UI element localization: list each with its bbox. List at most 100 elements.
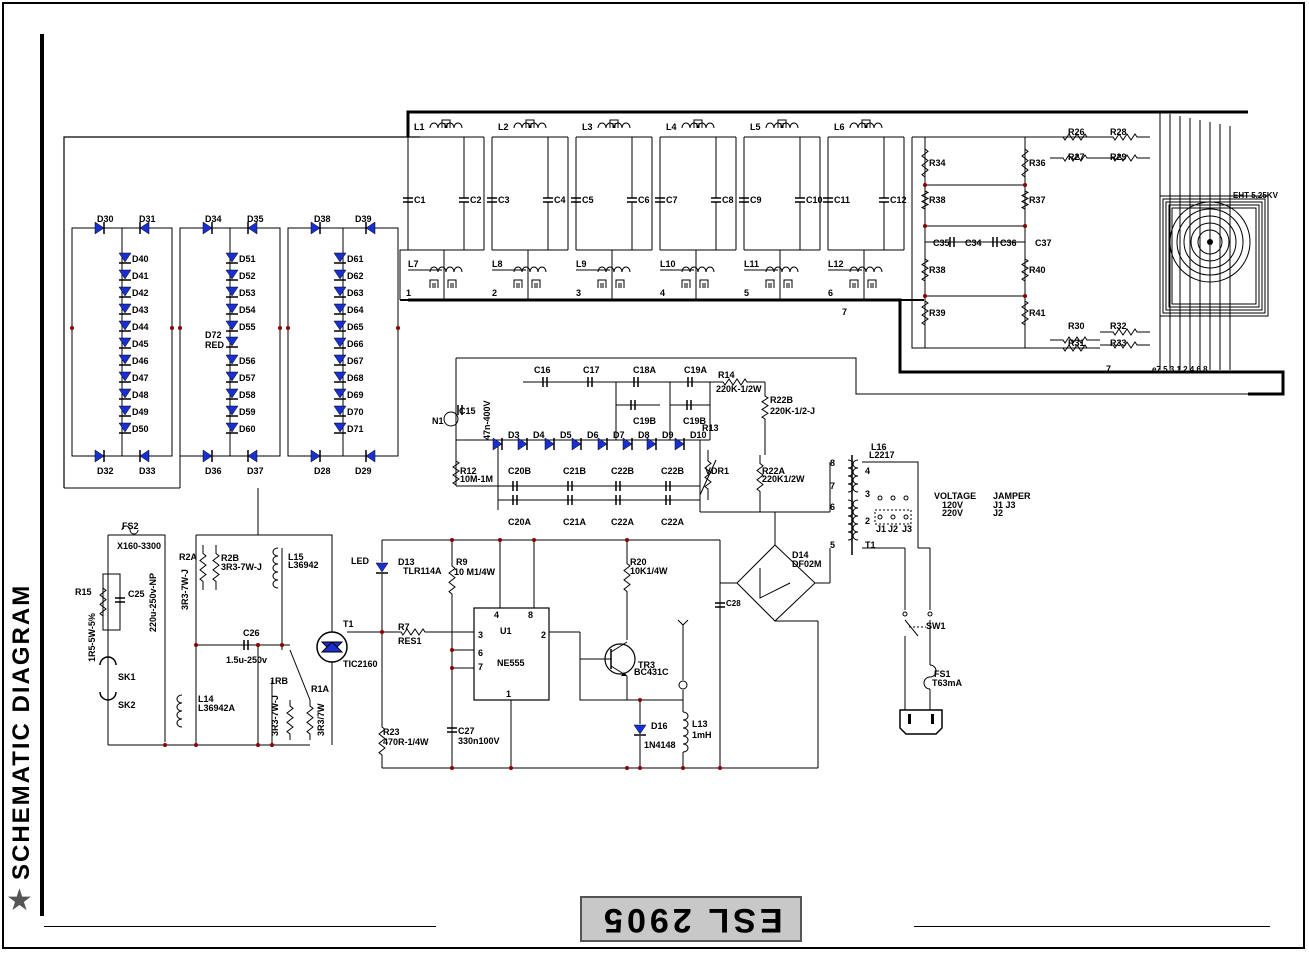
fuse: [121, 525, 139, 535]
label: C4: [554, 195, 566, 205]
label: L1: [414, 122, 425, 132]
crt-ring: [1183, 215, 1237, 269]
diode: [225, 354, 239, 366]
resistor: [756, 455, 764, 500]
neon-lamp: [443, 411, 459, 427]
label: C25: [128, 589, 145, 599]
label: L6: [834, 122, 845, 132]
switch-contact: [927, 611, 933, 617]
label: 1: [506, 689, 511, 699]
label: R22A: [762, 466, 786, 476]
label: TLR114A: [403, 566, 442, 576]
label: 220K-1/2-J: [770, 406, 815, 416]
label: D40: [132, 254, 149, 264]
u1-ne555: [473, 607, 550, 701]
label: C16: [534, 365, 551, 375]
diode: [94, 449, 105, 463]
wire: [289, 649, 311, 701]
label: D58: [239, 390, 256, 400]
label: C17: [583, 365, 600, 375]
capacitor: [949, 237, 955, 247]
label: D50: [132, 424, 149, 434]
junction-dot: [256, 743, 260, 747]
resistor: [1021, 300, 1029, 326]
label: 3R3-7W-J: [270, 695, 280, 736]
capacitor: [243, 640, 249, 650]
junction-dot: [923, 183, 927, 187]
diode-body: [94, 221, 105, 235]
label: C34: [965, 238, 982, 248]
junction-dot: [256, 643, 260, 647]
wire: [610, 641, 628, 653]
diode-body: [333, 405, 347, 416]
label: D67: [347, 356, 364, 366]
diode: [118, 252, 132, 264]
diode-d16: [633, 724, 647, 736]
label: R32: [1110, 321, 1127, 331]
junction-dot: [509, 766, 513, 770]
capacitor: [823, 197, 833, 203]
label: L10: [660, 259, 676, 269]
label: D39: [355, 214, 372, 224]
diode: [94, 221, 105, 235]
capacitor: [665, 495, 671, 505]
label: D3: [508, 430, 520, 440]
diode: [118, 354, 132, 366]
diode-body: [139, 449, 150, 463]
label: BC431C: [634, 667, 669, 677]
label: C19B: [633, 416, 657, 426]
label: L9: [576, 259, 587, 269]
label: J1 J3: [993, 500, 1016, 510]
diode: [118, 337, 132, 349]
crt-outline: [1159, 195, 1269, 317]
label: D49: [132, 407, 149, 417]
label: C11: [834, 195, 850, 205]
diode-body: [333, 354, 347, 365]
label: R41: [1029, 308, 1046, 318]
bottom-rule-left: [44, 926, 436, 927]
label: 3R3-7W-J: [221, 562, 262, 572]
capacitor: [630, 400, 636, 410]
capacitor: [715, 602, 725, 608]
label: D5: [560, 430, 572, 440]
label: R26: [1068, 127, 1085, 137]
jumper-pin: [877, 514, 883, 520]
label: D31: [139, 214, 156, 224]
diode-body: [517, 437, 528, 451]
resistor: [452, 460, 460, 486]
resistor: [1021, 148, 1029, 178]
diode: [225, 405, 239, 417]
diode-body: [225, 269, 239, 280]
label: R37: [1029, 195, 1046, 205]
diode-body: [118, 337, 132, 348]
label: 6: [828, 288, 833, 298]
junction-dot: [625, 766, 629, 770]
diode: [139, 449, 150, 463]
junction-dot: [1023, 224, 1027, 228]
ferrite-core: [693, 119, 703, 128]
label: 4: [660, 288, 665, 298]
resistor: [1100, 328, 1150, 336]
label: D51: [239, 254, 256, 264]
label: C3: [498, 195, 510, 205]
diode-body: [544, 437, 555, 451]
wire: [699, 459, 717, 496]
capacitor: [459, 197, 469, 203]
label: SK1: [118, 672, 136, 682]
label: D16: [651, 721, 668, 731]
crt-center: [1207, 239, 1213, 245]
inductor: [765, 122, 799, 129]
label: D10: [690, 430, 707, 440]
ferrite-core: [615, 279, 625, 288]
label: L2: [498, 122, 509, 132]
resistor: [396, 628, 430, 636]
label: SW1: [926, 621, 946, 631]
label: 7: [1106, 364, 1111, 374]
label: VOLTAGE: [934, 491, 976, 501]
label: 220K1/2W: [762, 474, 805, 484]
label: R9: [456, 557, 468, 567]
label: 1N4148: [644, 740, 676, 750]
diode: [597, 437, 608, 451]
diode: [118, 320, 132, 332]
diode: [674, 437, 685, 451]
